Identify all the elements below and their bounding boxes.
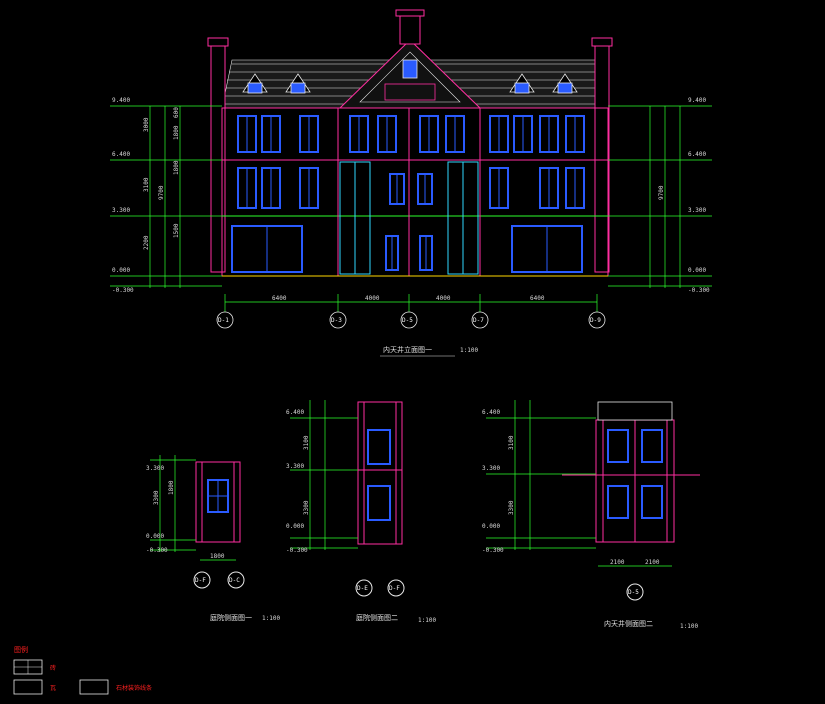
- s3-level-6400: 6.400: [482, 409, 500, 416]
- main-axis-bubbles: [216, 311, 606, 329]
- facade-windows: [231, 115, 585, 273]
- s1-axis-dc: D-C: [229, 577, 240, 584]
- level-3300-left: 3.300: [112, 207, 130, 214]
- span-1: 6400: [272, 295, 287, 302]
- dim-3100: 3100: [143, 177, 150, 192]
- main-vertical-dims: 3000 3100 2200 9700 600 1800 1800 1500 9…: [143, 107, 665, 250]
- dim-600: 600: [173, 107, 180, 118]
- main-level-labels: 9.400 6.400 3.300 0.000 -0.300 9.400 6.4…: [112, 97, 710, 294]
- main-elevation: 9.400 6.400 3.300 0.000 -0.300 9.400 6.4…: [110, 9, 712, 357]
- main-elevation-title: 内天井立面图一: [383, 345, 432, 354]
- section-3: 6.400 3.300 0.000 -0.300 3100 3300 2100 …: [482, 400, 700, 630]
- dim-3000: 3000: [143, 117, 150, 132]
- s2-level-0000: 0.000: [286, 523, 304, 530]
- legend-tile-swatch: [13, 679, 43, 695]
- s1-level-minus300: -0.300: [146, 547, 168, 554]
- dormers: [242, 59, 578, 101]
- level-0000-right: 0.000: [688, 267, 706, 274]
- axis-d3: D-3: [331, 317, 342, 324]
- axis-d5: D-5: [402, 317, 413, 324]
- main-span-labels: 6400 4000 4000 6400: [272, 295, 545, 302]
- s1-level-0000: 0.000: [146, 533, 164, 540]
- section3-scale: 1:100: [680, 623, 698, 630]
- s3-dim-3300: 3300: [508, 500, 515, 515]
- s2-level-6400: 6.400: [286, 409, 304, 416]
- axis-d7: D-7: [473, 317, 484, 324]
- s2-dim-3100: 3100: [303, 435, 310, 450]
- section-2: 6.400 3.300 0.000 -0.300 3100 3300 D-E D…: [286, 400, 436, 624]
- section2-scale: 1:100: [418, 617, 436, 624]
- section2-title: 庭院侧面图二: [356, 613, 398, 622]
- s2-level-minus300: -0.300: [286, 547, 308, 554]
- level-9400-left: 9.400: [112, 97, 130, 104]
- s3-axis-d5: D-5: [628, 589, 639, 596]
- main-elevation-scale: 1:100: [460, 347, 478, 354]
- s3-dim-3100: 3100: [508, 435, 515, 450]
- legend: 图例 砖 瓦 石材装饰线条: [13, 645, 152, 695]
- level-6400-left: 6.400: [112, 151, 130, 158]
- dim-1800: 1800: [173, 125, 180, 140]
- level-3300-right: 3.300: [688, 207, 706, 214]
- level-minus300-right: -0.300: [688, 287, 710, 294]
- dim-total-left: 9700: [158, 185, 165, 200]
- s2-axis-de: D-E: [357, 585, 368, 592]
- section-1: 3.300 0.000 -0.300 3300 1800 1800 D-F D-…: [146, 455, 280, 622]
- s1-dim-1800: 1800: [168, 480, 175, 495]
- legend-stone-swatch: [79, 679, 109, 695]
- s3-level-0000: 0.000: [482, 523, 500, 530]
- s2-dim-3300: 3300: [303, 500, 310, 515]
- main-axis-labels: D-1 D-3 D-5 D-7 D-9: [218, 317, 601, 324]
- level-minus300-left: -0.300: [112, 287, 134, 294]
- section1-scale: 1:100: [262, 615, 280, 622]
- dim-1800-b: 1800: [173, 160, 180, 175]
- axis-d1: D-1: [218, 317, 229, 324]
- s1-dim-3300: 3300: [153, 490, 160, 505]
- span-3: 4000: [436, 295, 451, 302]
- courtyard-glass: [339, 161, 479, 275]
- s1-level-3300: 3.300: [146, 465, 164, 472]
- span-4: 6400: [530, 295, 545, 302]
- legend-brick-label: 砖: [50, 664, 56, 672]
- legend-stone-label: 石材装饰线条: [116, 684, 152, 692]
- section1-title: 庭院侧面图一: [210, 613, 252, 622]
- span-2: 4000: [365, 295, 380, 302]
- s3-level-minus300: -0.300: [482, 547, 504, 554]
- s3-level-3300: 3.300: [482, 465, 500, 472]
- section3-title: 内天井侧面图二: [604, 619, 653, 628]
- dim-1500: 1500: [173, 223, 180, 238]
- s2-axis-df: D-F: [389, 585, 400, 592]
- level-6400-right: 6.400: [688, 151, 706, 158]
- s3-span-2: 2100: [645, 559, 660, 566]
- s1-axis-df: D-F: [195, 577, 206, 584]
- s2-level-3300: 3.300: [286, 463, 304, 470]
- legend-title: 图例: [14, 645, 28, 654]
- dim-total-right: 9700: [658, 185, 665, 200]
- level-0000-left: 0.000: [112, 267, 130, 274]
- main-dimensions: [110, 105, 712, 312]
- s1-span: 1800: [210, 553, 225, 560]
- s3-span-1: 2100: [610, 559, 625, 566]
- dim-2200: 2200: [143, 235, 150, 250]
- level-9400-right: 9.400: [688, 97, 706, 104]
- legend-tile-label: 瓦: [50, 685, 56, 692]
- facade: [221, 107, 609, 277]
- axis-d9: D-9: [590, 317, 601, 324]
